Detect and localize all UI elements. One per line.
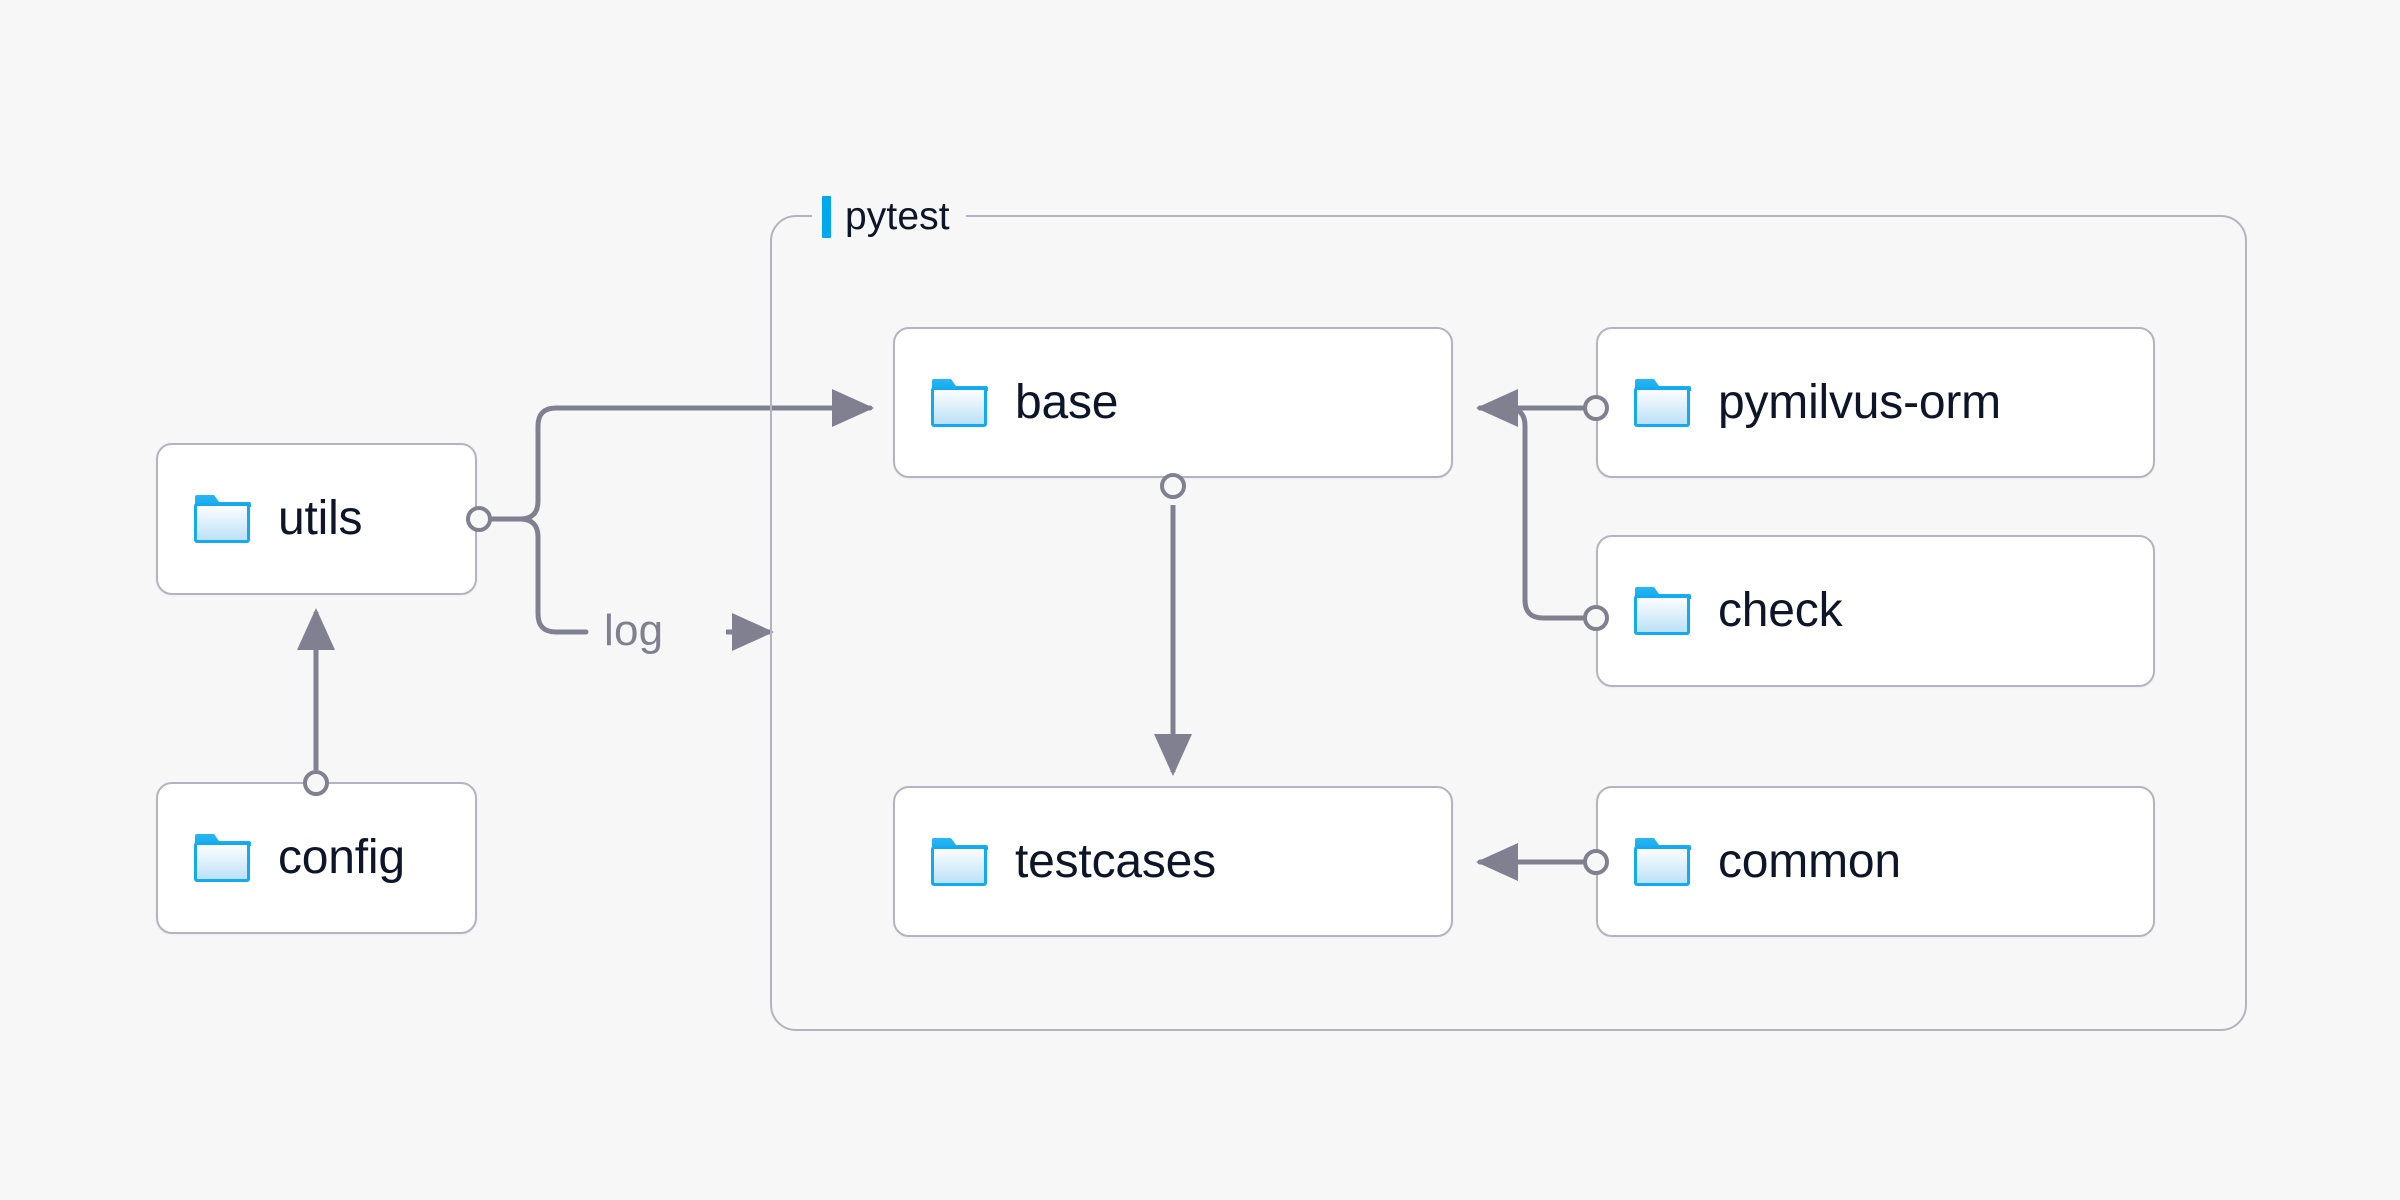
- node-label-common: common: [1718, 834, 1901, 888]
- folder-icon: [1634, 837, 1691, 886]
- node-testcases[interactable]: testcases: [893, 786, 1453, 937]
- folder-icon: [1634, 587, 1691, 635]
- folder-icon: [931, 378, 988, 427]
- group-label-text: pytest: [845, 195, 950, 238]
- folder-icon: [1634, 378, 1691, 427]
- pytest-group-label: pytest: [812, 190, 966, 244]
- node-label-testcases: testcases: [1015, 834, 1216, 888]
- port-base-bottom[interactable]: [1160, 473, 1186, 499]
- port-config-top[interactable]: [303, 770, 329, 796]
- node-base[interactable]: base: [893, 327, 1453, 478]
- folder-icon: [194, 495, 251, 543]
- edge-label-log: log: [604, 606, 664, 655]
- node-pymilvus-orm[interactable]: pymilvus-orm: [1596, 327, 2155, 478]
- node-label-config: config: [278, 831, 405, 884]
- port-pymilvus-orm-left[interactable]: [1583, 395, 1609, 421]
- pytest-group-container: [770, 215, 2247, 1031]
- folder-icon: [931, 837, 988, 886]
- node-label-base: base: [1015, 375, 1119, 429]
- port-check-left[interactable]: [1583, 605, 1609, 631]
- node-label-check: check: [1718, 584, 1843, 637]
- node-config[interactable]: config: [156, 782, 477, 934]
- node-utils[interactable]: utils: [156, 443, 477, 595]
- node-label-utils: utils: [278, 492, 363, 545]
- port-utils-right[interactable]: [466, 506, 492, 532]
- node-common[interactable]: common: [1596, 786, 2155, 937]
- folder-icon: [194, 834, 251, 882]
- node-check[interactable]: check: [1596, 535, 2155, 687]
- group-accent-bar: [822, 196, 831, 238]
- node-label-pymilvus-orm: pymilvus-orm: [1718, 375, 2001, 429]
- port-common-left[interactable]: [1583, 849, 1609, 875]
